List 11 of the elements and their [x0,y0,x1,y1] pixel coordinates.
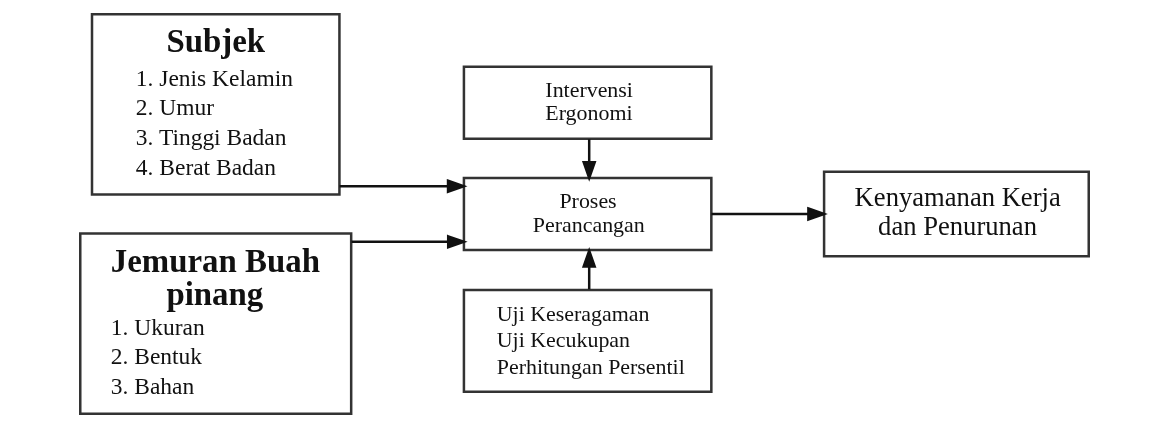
arrow [710,206,828,222]
node-box: Uji Keseragaman Uji Kecukupan Perhitungan Persentil [462,288,713,393]
arrow [581,246,596,290]
node-box: Proses Perancangan [462,176,713,252]
node-box: Jemuran Buah pinang 1. Ukuran 2. Bentuk 3. Bahan [78,232,352,415]
arrow [351,234,468,250]
arrow [581,139,596,182]
node-box: Intervensi Ergonomi [462,65,713,141]
node-box: Subjek 1. Jenis Kelamin 2. Umur 3. Tinggi Badan 4. Berat Badan [90,13,341,196]
arrow [339,178,467,194]
node-box: Kenyamanan Kerja dan Penurunan [822,170,1090,258]
